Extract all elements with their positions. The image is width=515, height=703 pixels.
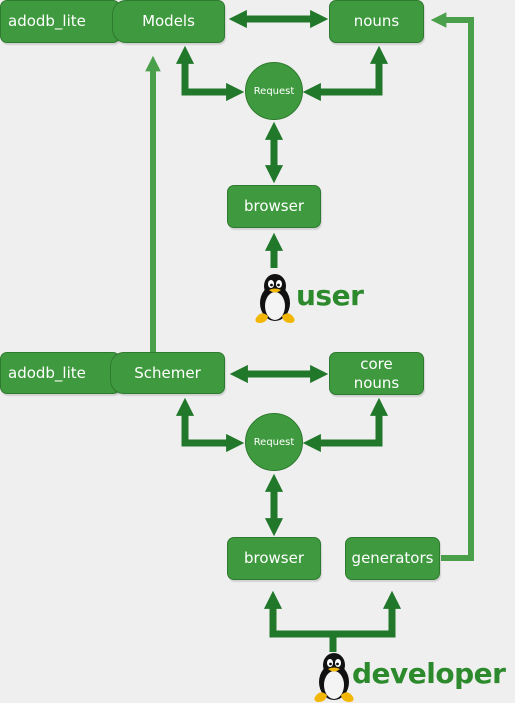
core-nouns-line1: core	[360, 354, 393, 373]
generators-node: generators	[345, 537, 440, 580]
arrow-corenouns-request	[302, 397, 389, 453]
developer-label: developer	[352, 657, 506, 690]
arrow-schemer-request	[175, 397, 245, 453]
request-node-bottom: Request	[245, 413, 303, 471]
tux-penguin-icon	[255, 274, 295, 323]
user-label: user	[296, 279, 364, 312]
arrow-nouns-request	[302, 45, 389, 102]
models-node: Models	[112, 0, 225, 43]
nouns-node: nouns	[329, 0, 424, 43]
arrow-generators-nouns	[430, 12, 474, 561]
tux-penguin-icon	[314, 653, 354, 702]
browser-node-bottom: browser	[227, 537, 321, 580]
adodb-lite-node-bottom: adodb_lite	[0, 352, 120, 394]
core-nouns-line2: nouns	[353, 373, 400, 392]
arrow-models-request	[175, 45, 245, 102]
adodb-lite-node-top: adodb_lite	[0, 0, 120, 43]
arrow-developer-generators	[333, 590, 402, 638]
request-node-top: Request	[245, 62, 303, 120]
arrow-developer-browser	[263, 590, 337, 652]
schemer-node: Schemer	[110, 352, 225, 394]
core-nouns-node: core nouns	[329, 352, 424, 395]
browser-node-top: browser	[227, 185, 321, 228]
